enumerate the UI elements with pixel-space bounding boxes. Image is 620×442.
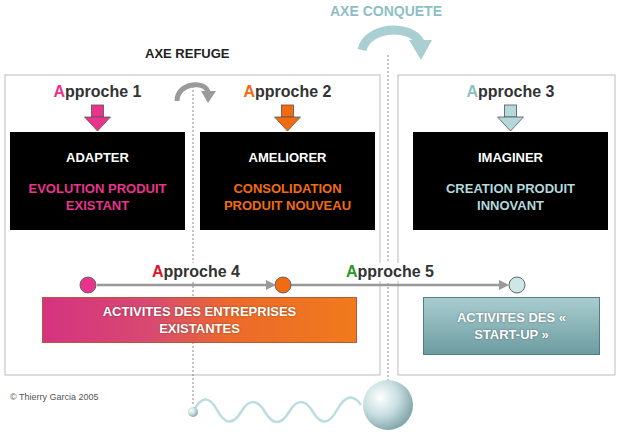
wave (193, 398, 361, 422)
box-subtitle: CONSOLIDATION PRODUIT NOUVEAU (208, 180, 367, 214)
stage-dot (509, 277, 525, 293)
big-sphere (363, 380, 413, 430)
black-box: AMELIORER CONSOLIDATION PRODUIT NOUVEAU (200, 132, 375, 230)
conquest-arrow-head (409, 40, 432, 60)
approach-arrow (97, 284, 268, 287)
axis-label: AXE CONQUETE (330, 3, 442, 19)
refuge-axis (193, 86, 194, 405)
stage-dot (275, 277, 291, 293)
approach-heading: Approche 2 (200, 82, 375, 102)
stage-dot (80, 277, 96, 293)
black-box: ADAPTER EVOLUTION PRODUIT EXISTANT (10, 132, 185, 230)
copyright: © Thierry Garcia 2005 (10, 392, 99, 402)
small-sphere (188, 407, 198, 417)
box-title: IMAGINER (421, 150, 600, 166)
conquest-axis (388, 55, 389, 382)
arrow-head (499, 280, 509, 290)
approach-node: Approche 1 ADAPTER EVOLUTION PRODUIT EXIST… (10, 82, 185, 230)
activity-label: ACTIVITES DES ENTREPRISES EXISTANTES (80, 303, 320, 337)
activity-box: ACTIVITES DES « START-UP » (423, 297, 600, 355)
down-arrow (200, 102, 375, 132)
box-title: AMELIORER (208, 150, 367, 166)
box-title: ADAPTER (18, 150, 177, 166)
activity-box: ACTIVITES DES ENTREPRISES EXISTANTES (42, 297, 357, 343)
box-subtitle: CREATION PRODUIT INNOVANT (421, 180, 600, 214)
approach-arrow (291, 284, 501, 287)
down-arrow (10, 102, 185, 132)
box-subtitle: EVOLUTION PRODUIT EXISTANT (18, 180, 177, 214)
approach-node: Approche 3 IMAGINER CREATION PRODUIT INNOV… (413, 82, 608, 230)
approach-node: Approche 2 AMELIORER CONSOLIDATION PRODUIT… (200, 82, 375, 230)
down-arrow (413, 102, 608, 132)
activity-label: ACTIVITES DES « START-UP » (434, 309, 589, 343)
approach-heading: Approche 3 (413, 82, 608, 102)
refuge-arrow-head (201, 91, 216, 103)
approach-label: Approche 4 (149, 263, 243, 281)
approach-label: Approche 5 (343, 263, 437, 281)
right-panel (398, 75, 615, 375)
approach-heading: Approche 1 (10, 82, 185, 102)
axis-label: AXE REFUGE (145, 46, 230, 61)
black-box: IMAGINER CREATION PRODUIT INNOVANT (413, 132, 608, 230)
